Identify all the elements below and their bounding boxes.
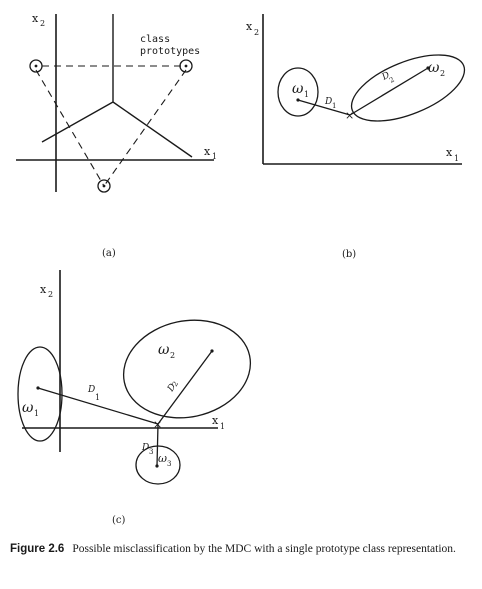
panel-b-x-label: x	[446, 146, 453, 159]
panel-b-class1-region	[277, 67, 319, 117]
panel-a-decision-boundary	[41, 14, 193, 158]
panel-a-y-sub: 2	[40, 19, 45, 28]
panel-c-x-sub: 1	[220, 422, 225, 431]
panel-c-class2-region	[122, 319, 252, 419]
panel-a-x-sub: 1	[212, 152, 217, 161]
panel-c-test-point: ×	[153, 418, 162, 431]
panel-b: x 2 x 1 × ω 1 ω 2 D 1 D 2 (b)	[246, 14, 466, 260]
panel-c-class3-prototype	[155, 464, 159, 468]
panel-a-label: (a)	[102, 248, 116, 259]
panel-a-prototype-left	[29, 59, 43, 73]
panel-b-class2-prototype	[426, 66, 430, 70]
panel-a: x 2 x 1 class prototypes (a)	[16, 12, 217, 259]
panel-a-prototype-links	[35, 65, 187, 187]
panel-c-class1-prototype	[36, 386, 40, 390]
panel-c-distance-1	[37, 387, 159, 425]
panel-b-distance-2-sub: 2	[388, 76, 396, 85]
panel-c-y-label: x	[40, 283, 47, 296]
panel-a-prototype-right	[179, 59, 193, 73]
panel-c-distance-3-label: D	[141, 443, 149, 453]
panel-b-class2-region	[350, 54, 466, 122]
panel-b-class2-sub: 2	[440, 69, 445, 78]
panel-a-prototype-bottom	[97, 179, 111, 193]
panel-c-class1-sub: 1	[34, 409, 39, 418]
panel-a-annotation-line2: prototypes	[140, 46, 200, 57]
panel-b-distance-2	[349, 67, 429, 116]
panel-c-label: (c)	[112, 515, 126, 526]
panel-c-class2-label: ω	[158, 342, 170, 358]
panel-c-distance-2-sub: 2	[171, 380, 180, 388]
panel-c-class1-region	[17, 346, 63, 442]
panel-c-distance-2	[157, 350, 213, 425]
panel-b-class2-label: ω	[428, 60, 440, 76]
panel-c-distance-3-sub: 3	[149, 448, 153, 456]
panel-b-x-sub: 1	[454, 154, 459, 163]
figure-caption-label: Figure 2.6	[10, 543, 65, 555]
panel-b-test-point: ×	[345, 109, 354, 122]
panel-c-class2-prototype	[210, 349, 214, 353]
panel-c-class3-sub: 3	[167, 460, 171, 468]
panel-b-distance-1	[297, 99, 351, 116]
panel-c: x 2 x 1 × ω 1 ω 2 ω 3 D 1 D 2 D 3 (c)	[17, 270, 252, 526]
panel-a-annotation-line1: class	[140, 34, 170, 45]
figure-caption-text: Possible misclassification by the MDC wi…	[72, 543, 456, 555]
panel-c-distance-3	[156, 423, 159, 467]
panel-b-distance-1-label: D	[324, 97, 332, 107]
panel-b-class1-sub: 1	[304, 90, 309, 99]
panel-b-label: (b)	[342, 249, 356, 260]
panel-b-class1-label: ω	[292, 81, 304, 97]
panel-c-distance-1-label: D	[87, 385, 95, 395]
panel-a-x-label: x	[204, 145, 211, 158]
panel-b-y-sub: 2	[254, 28, 259, 37]
panel-c-class1-label: ω	[22, 400, 34, 416]
panel-c-class3-label: ω	[158, 452, 167, 465]
panel-b-class1-prototype	[296, 98, 300, 102]
panel-b-distance-1-sub: 1	[332, 102, 336, 110]
panel-c-class2-sub: 2	[170, 351, 175, 360]
panel-c-distance-1-sub: 1	[95, 393, 100, 402]
panel-a-y-label: x	[32, 12, 39, 25]
panel-c-y-sub: 2	[48, 290, 53, 299]
panel-b-y-label: x	[246, 20, 253, 33]
panel-c-x-label: x	[212, 414, 219, 427]
figure-caption: Figure 2.6 Possible misclassification by …	[10, 541, 472, 557]
